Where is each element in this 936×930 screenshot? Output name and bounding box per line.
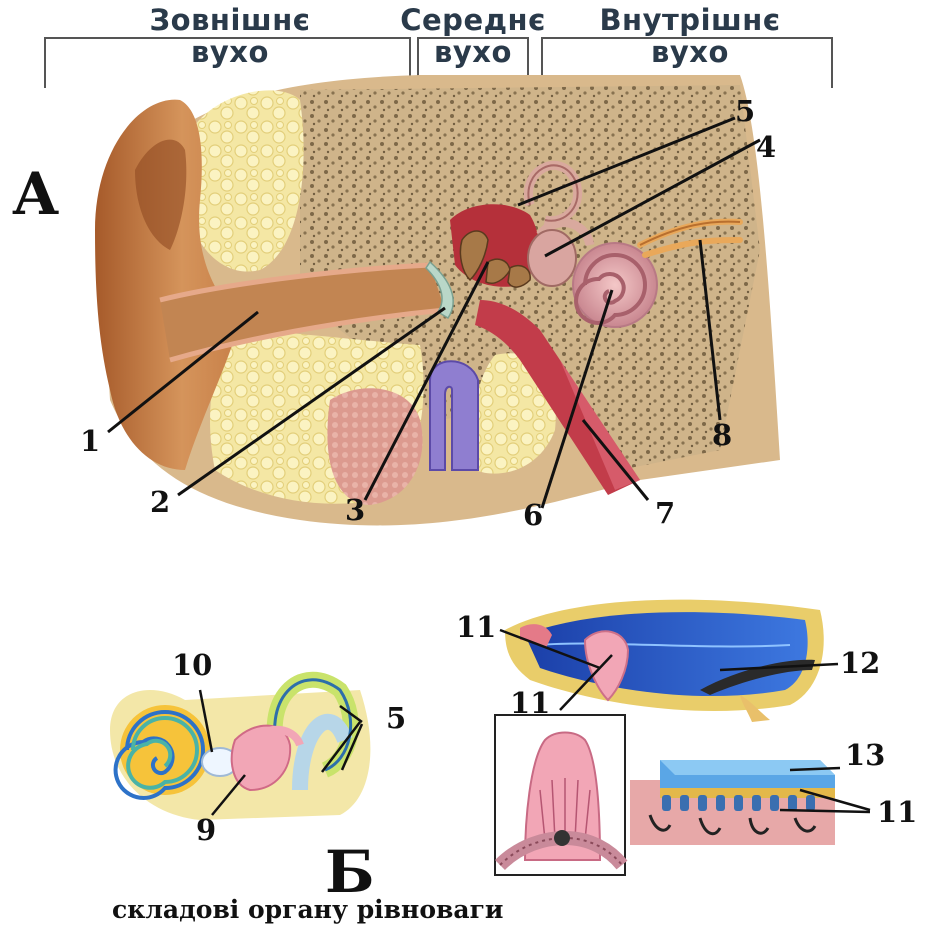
label-9: 9	[196, 815, 216, 845]
cupula-inset	[495, 715, 625, 875]
header-middle-ear: Середнє вухо	[388, 4, 558, 68]
ampulla-section	[505, 600, 824, 722]
header-middle-line1: Середнє	[388, 4, 558, 36]
label-3: 3	[345, 495, 365, 525]
label-11-right: 11	[877, 797, 917, 827]
panel-label-a: А	[12, 160, 59, 228]
label-8: 8	[712, 420, 732, 450]
label-12: 12	[840, 648, 880, 678]
label-5-b: 5	[386, 703, 406, 733]
label-6: 6	[523, 500, 543, 530]
header-inner-line1: Внутрішнє	[575, 4, 805, 36]
header-middle-line2: вухо	[388, 36, 558, 68]
header-outer-line1: Зовнішнє	[120, 4, 340, 36]
vestibular-apparatus	[110, 680, 370, 820]
label-13: 13	[845, 740, 885, 770]
label-7: 7	[655, 498, 675, 528]
label-5: 5	[735, 96, 755, 126]
macula-section	[630, 760, 835, 845]
label-4: 4	[756, 132, 776, 162]
header-inner-ear: Внутрішнє вухо	[575, 4, 805, 68]
label-1: 1	[80, 426, 100, 456]
header-outer-ear: Зовнішнє вухо	[120, 4, 340, 68]
label-11-top: 11	[456, 612, 496, 642]
label-11-inset: 11	[510, 688, 550, 718]
header-outer-line2: вухо	[120, 36, 340, 68]
caption: складові органу рівноваги	[112, 895, 503, 924]
label-10: 10	[172, 650, 212, 680]
label-2: 2	[150, 487, 170, 517]
header-inner-line2: вухо	[575, 36, 805, 68]
